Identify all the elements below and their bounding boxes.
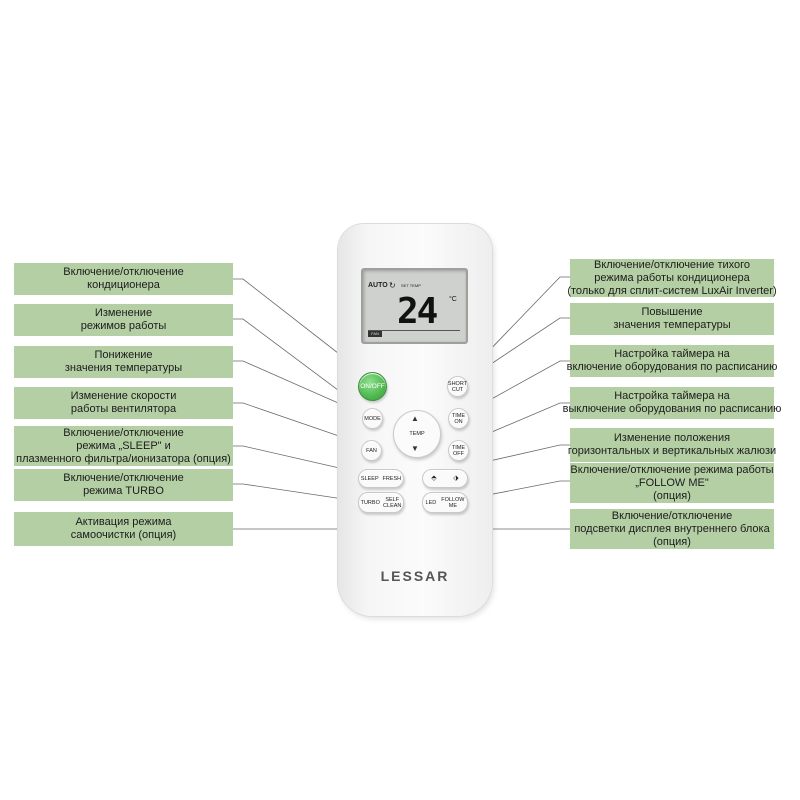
on-off-button[interactable]: ON/OFF — [358, 372, 387, 401]
short-cut-label-1: SHORT — [447, 380, 468, 387]
self-clean-label-1: SELF — [385, 496, 400, 503]
lcd-mode-icon: ↻ — [389, 281, 396, 290]
label-follow-me: Включение/отключение режима работы„FOLLO… — [570, 463, 774, 503]
short-cut-button[interactable]: SHORT CUT — [447, 376, 468, 397]
on-off-label: ON/OFF — [360, 382, 385, 390]
follow-me-label: FOLLOW ME — [441, 497, 464, 509]
mode-button[interactable]: MODE — [362, 408, 383, 429]
lcd-display: AUTO ↻ SET TEMP 24 °C FAN — [361, 268, 468, 344]
lcd-set-temp-label: SET TEMP — [401, 283, 421, 288]
time-off-label-1: TIME — [451, 444, 466, 451]
turbo-label: TURBO — [360, 499, 380, 506]
follow-me-label-1: FOLLOW — [441, 496, 465, 503]
self-clean-label: SELF CLEAN — [383, 497, 401, 509]
fan-button[interactable]: FAN — [361, 440, 382, 461]
fresh-label: FRESH — [382, 475, 402, 482]
swing-vertical-icon: ⬗ — [453, 474, 459, 482]
swing-button[interactable]: ⬘ ⬗ — [422, 469, 468, 488]
mode-label: MODE — [364, 415, 381, 422]
lcd-unit: °C — [449, 296, 457, 303]
temp-label: TEMP — [409, 431, 425, 437]
turbo-self-clean-button[interactable]: TURBO SELF CLEAN — [358, 492, 404, 513]
short-cut-label-2: CUT — [451, 386, 464, 393]
lcd-mode: AUTO — [368, 282, 388, 289]
follow-me-label-2: ME — [448, 502, 457, 509]
led-follow-me-button[interactable]: LED FOLLOW ME — [422, 492, 468, 513]
lcd-fan-label: FAN — [368, 331, 382, 337]
self-clean-label-2: CLEAN — [383, 502, 402, 509]
time-on-label-2: ON — [454, 418, 463, 425]
sleep-label: SLEEP — [360, 475, 379, 482]
remote-control: AUTO ↻ SET TEMP 24 °C FAN ON/OFF MODE FA… — [338, 224, 492, 616]
sleep-fresh-button[interactable]: SLEEP FRESH — [358, 469, 404, 488]
time-on-button[interactable]: TIME ON — [448, 408, 469, 429]
fan-label: FAN — [366, 447, 377, 454]
time-on-label-1: TIME — [451, 412, 466, 419]
led-label: LED — [425, 499, 437, 506]
time-off-button[interactable]: TIME OFF — [448, 440, 469, 461]
lcd-bar — [368, 330, 460, 338]
time-off-label-2: OFF — [453, 450, 464, 457]
temp-up-button[interactable]: ▲ — [411, 414, 419, 423]
temp-rocker: ▲ TEMP ▼ — [393, 410, 441, 458]
lcd-temperature: 24 — [397, 291, 438, 332]
brand-logo: LESSAR — [380, 568, 450, 584]
temp-down-button[interactable]: ▼ — [411, 444, 419, 453]
swing-horizontal-icon: ⬘ — [431, 474, 437, 482]
